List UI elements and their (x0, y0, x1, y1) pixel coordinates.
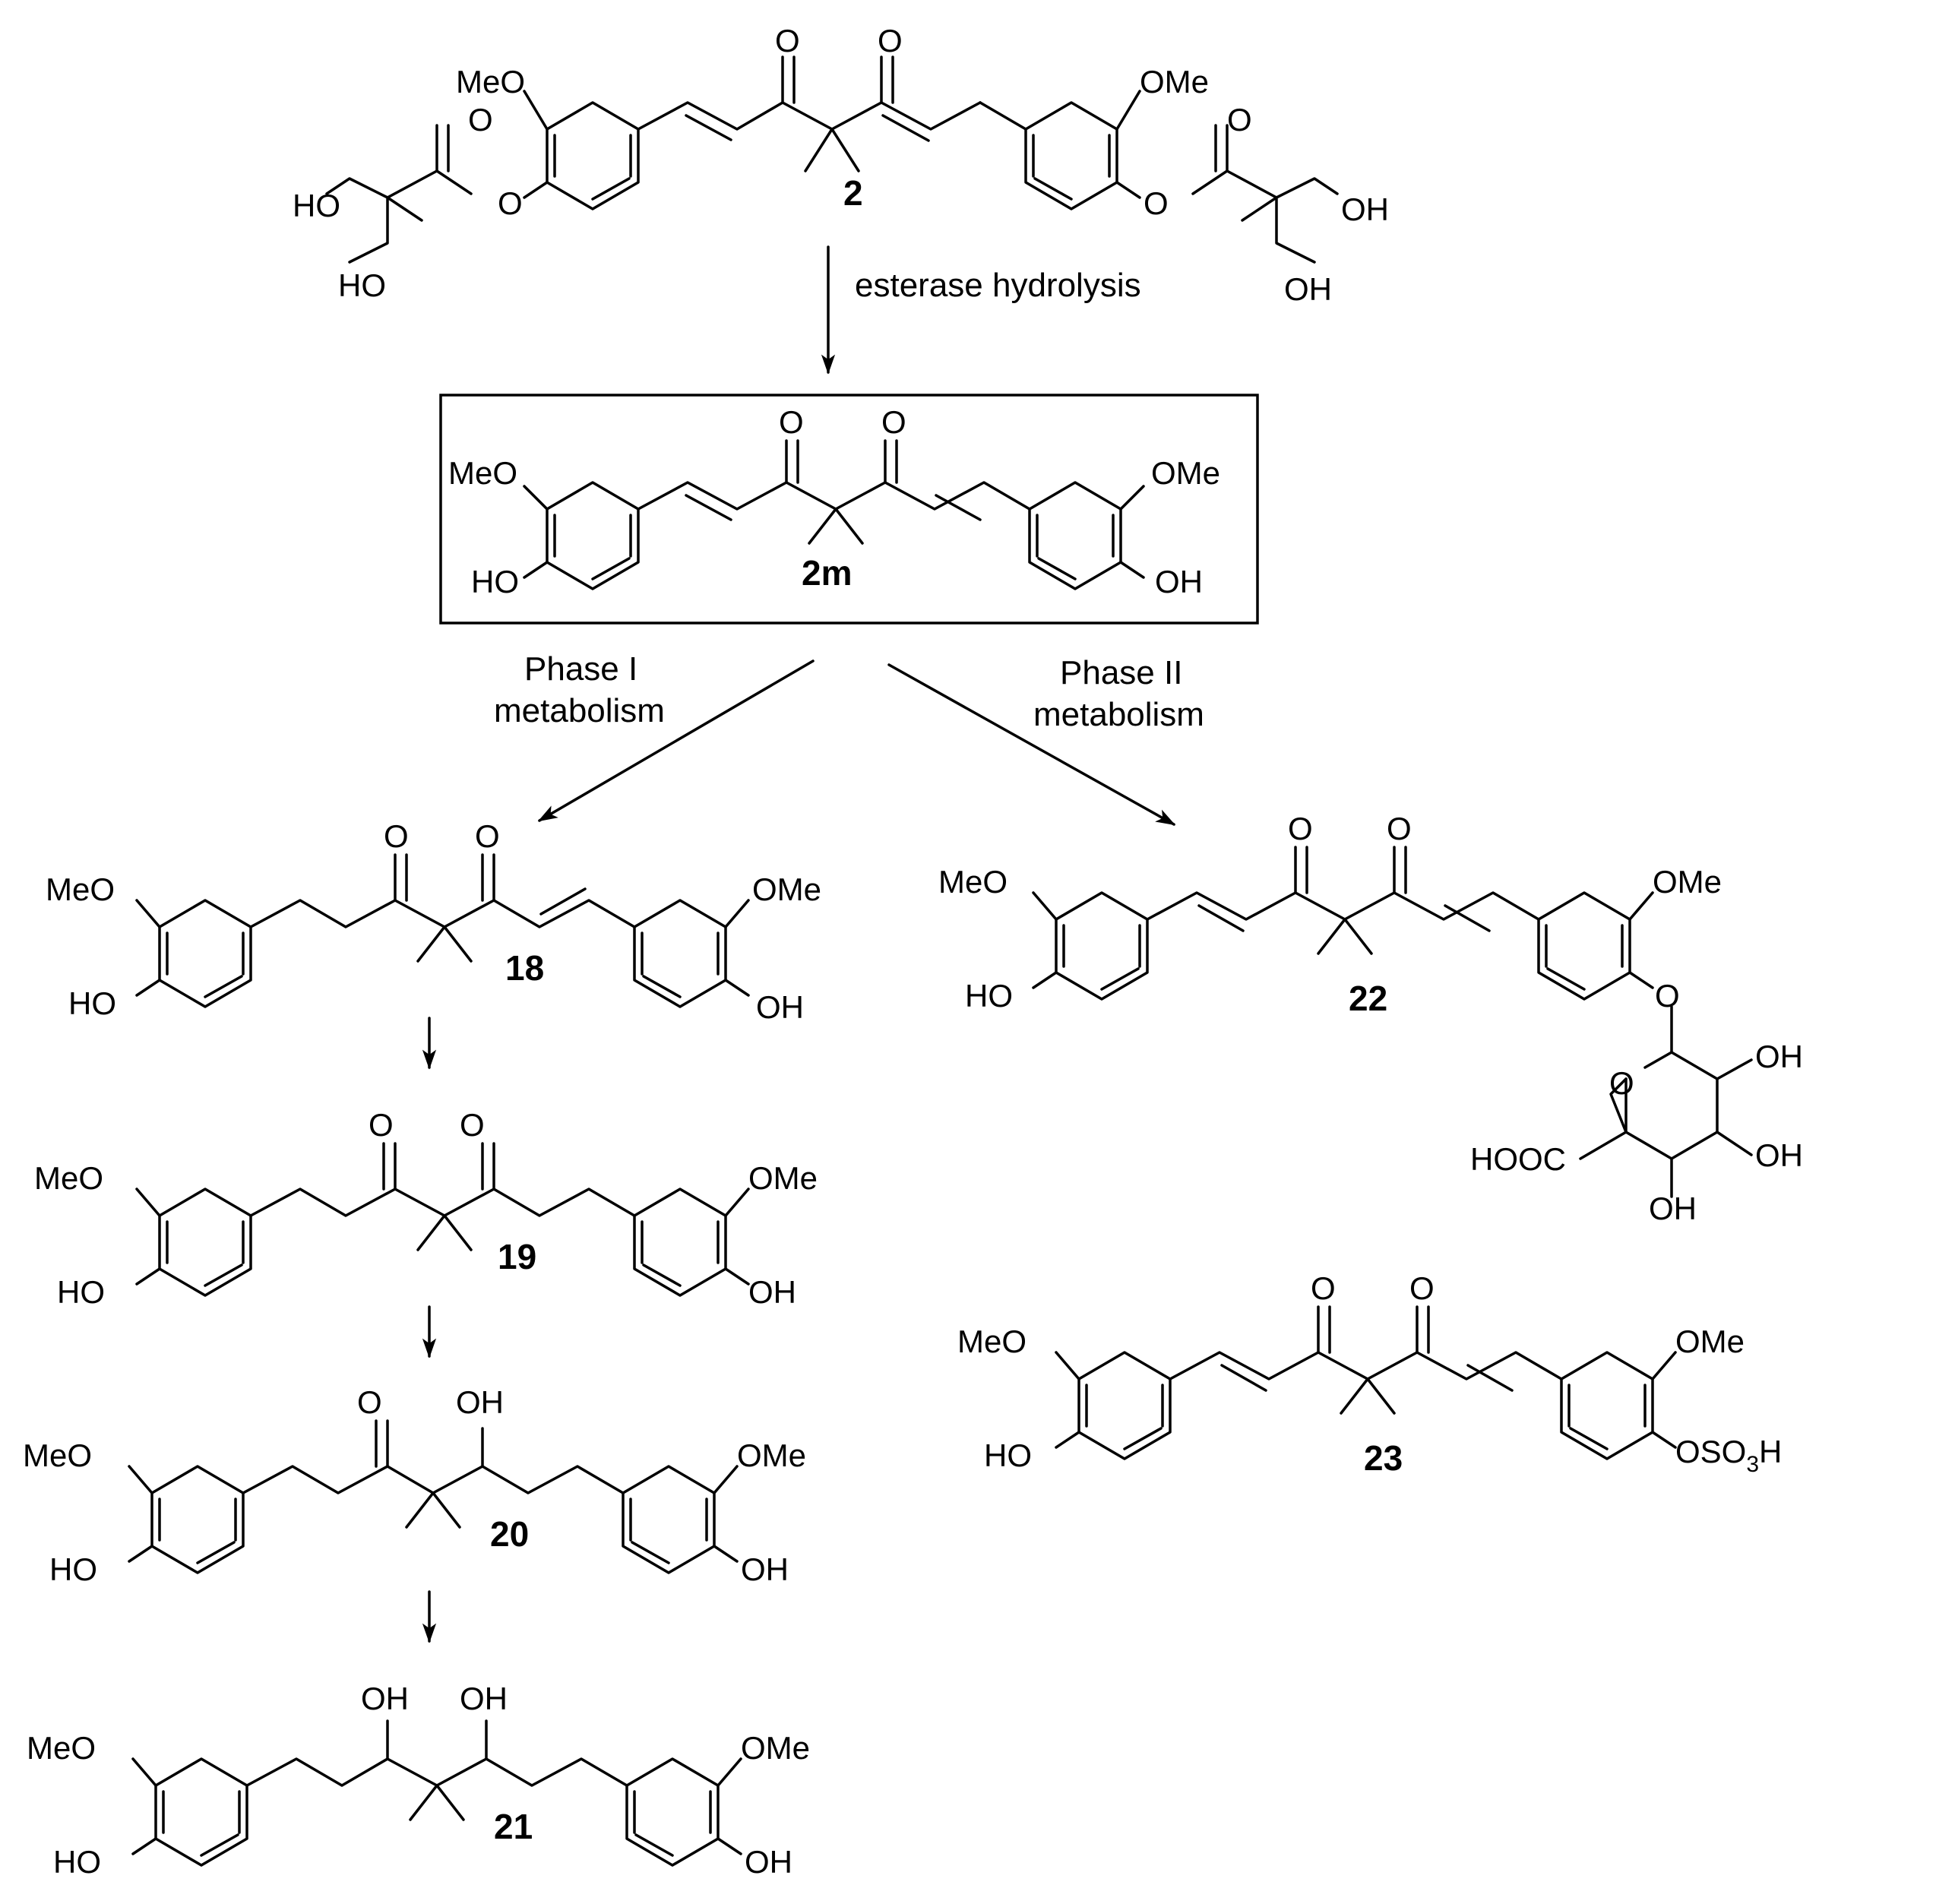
label-o: O (498, 185, 523, 221)
label-oh: OH (361, 1681, 409, 1716)
compound-23-structure: MeO OMe O O HO OSO3H 23 (957, 1270, 1782, 1478)
phase-1-label-line1: Phase I (524, 650, 637, 688)
label-o: O (878, 23, 903, 59)
compound-20-structure: MeO OMe O OH HO OH 20 (23, 1384, 806, 1587)
label-meo: MeO (448, 455, 517, 491)
phase-1-arrow (537, 659, 815, 822)
label-o: O (475, 818, 500, 854)
label-o: O (384, 818, 409, 854)
compound-label-20: 20 (490, 1514, 529, 1554)
label-ho: HO (49, 1551, 97, 1587)
label-ho: HO (471, 564, 519, 599)
label-o: O (1144, 185, 1169, 221)
esterase-label: esterase hydrolysis (855, 267, 1141, 304)
phase-2-label-line1: Phase II (1060, 654, 1182, 691)
label-meo: MeO (938, 864, 1008, 900)
label-o: O (357, 1384, 382, 1420)
compound-label-2: 2 (843, 173, 863, 213)
label-ome: OMe (1675, 1324, 1745, 1359)
label-o: O (460, 1107, 485, 1143)
label-ome: OMe (737, 1437, 806, 1473)
label-oh: OH (1341, 191, 1389, 227)
label-o: O (1288, 811, 1313, 846)
compound-22-structure: MeO OMe O O HO O O OH OH OH HOOC 22 (938, 811, 1803, 1226)
compound-2-structure: MeO OMe O O O O O O HO HO OH OH 2 (293, 23, 1389, 307)
label-o: O (1311, 1270, 1336, 1306)
compound-19-structure: MeO OMe O O HO OH 19 (34, 1107, 818, 1310)
label-meo: MeO (456, 64, 525, 100)
label-o: O (1609, 1065, 1634, 1101)
label-oh: OH (1755, 1137, 1803, 1173)
label-oh: OH (756, 989, 804, 1025)
label-oh: OH (1155, 564, 1203, 599)
label-ome: OMe (1140, 64, 1209, 100)
label-o: O (1655, 978, 1680, 1014)
phase-2-label-line2: metabolism (1033, 696, 1204, 733)
label-meo: MeO (23, 1437, 92, 1473)
label-oh: OH (1284, 271, 1332, 307)
compound-label-21: 21 (494, 1807, 533, 1846)
label-oh: OH (1755, 1039, 1803, 1074)
label-oso3h-sub: 3 (1746, 1452, 1759, 1477)
compound-label-19: 19 (498, 1237, 536, 1276)
label-meo: MeO (46, 871, 115, 907)
label-meo: MeO (27, 1730, 96, 1766)
compound-2m-structure: MeO OMe O O HO OH 2m (448, 404, 1220, 599)
compound-2m-box (439, 394, 1259, 625)
label-o: O (1227, 102, 1252, 138)
label-o: O (468, 102, 493, 138)
label-oso3h-main: OSO (1675, 1434, 1746, 1469)
label-ome: OMe (748, 1160, 818, 1196)
label-ho: HO (293, 188, 340, 223)
label-o: O (1409, 1270, 1435, 1306)
phase-2-arrow (887, 663, 1176, 826)
label-ome: OMe (741, 1730, 810, 1766)
compound-label-23: 23 (1364, 1438, 1403, 1478)
label-oh: OH (748, 1274, 796, 1310)
label-ho: HO (57, 1274, 105, 1310)
label-oh: OH (741, 1551, 789, 1587)
label-ho: HO (53, 1844, 101, 1880)
label-meo: MeO (34, 1160, 103, 1196)
compound-18-structure: MeO OMe O O HO OH 18 (46, 818, 821, 1025)
label-ho: HO (68, 985, 116, 1021)
label-o: O (775, 23, 800, 59)
label-ome: OMe (752, 871, 821, 907)
label-oso3h-end: H (1759, 1434, 1782, 1469)
label-ome: OMe (1653, 864, 1722, 900)
label-meo: MeO (957, 1324, 1027, 1359)
compound-label-22: 22 (1349, 979, 1387, 1018)
label-oh: OH (460, 1681, 508, 1716)
label-o: O (369, 1107, 394, 1143)
label-oso3h: OSO3H (1675, 1434, 1782, 1477)
phase-1-label-line2: metabolism (494, 692, 665, 729)
label-oh: OH (456, 1384, 504, 1420)
label-ho: HO (338, 267, 386, 303)
label-oh: OH (745, 1844, 792, 1880)
compound-label-18: 18 (505, 948, 544, 988)
label-oh: OH (1649, 1191, 1697, 1226)
label-ho: HO (965, 978, 1013, 1014)
label-ome: OMe (1151, 455, 1220, 491)
compound-21-structure: MeO OMe OH OH HO OH 21 (27, 1681, 810, 1880)
label-o: O (1387, 811, 1412, 846)
label-o: O (881, 404, 906, 440)
compound-label-2m: 2m (802, 553, 852, 593)
label-o: O (779, 404, 804, 440)
label-hooc: HOOC (1470, 1141, 1566, 1177)
label-ho: HO (984, 1437, 1032, 1473)
